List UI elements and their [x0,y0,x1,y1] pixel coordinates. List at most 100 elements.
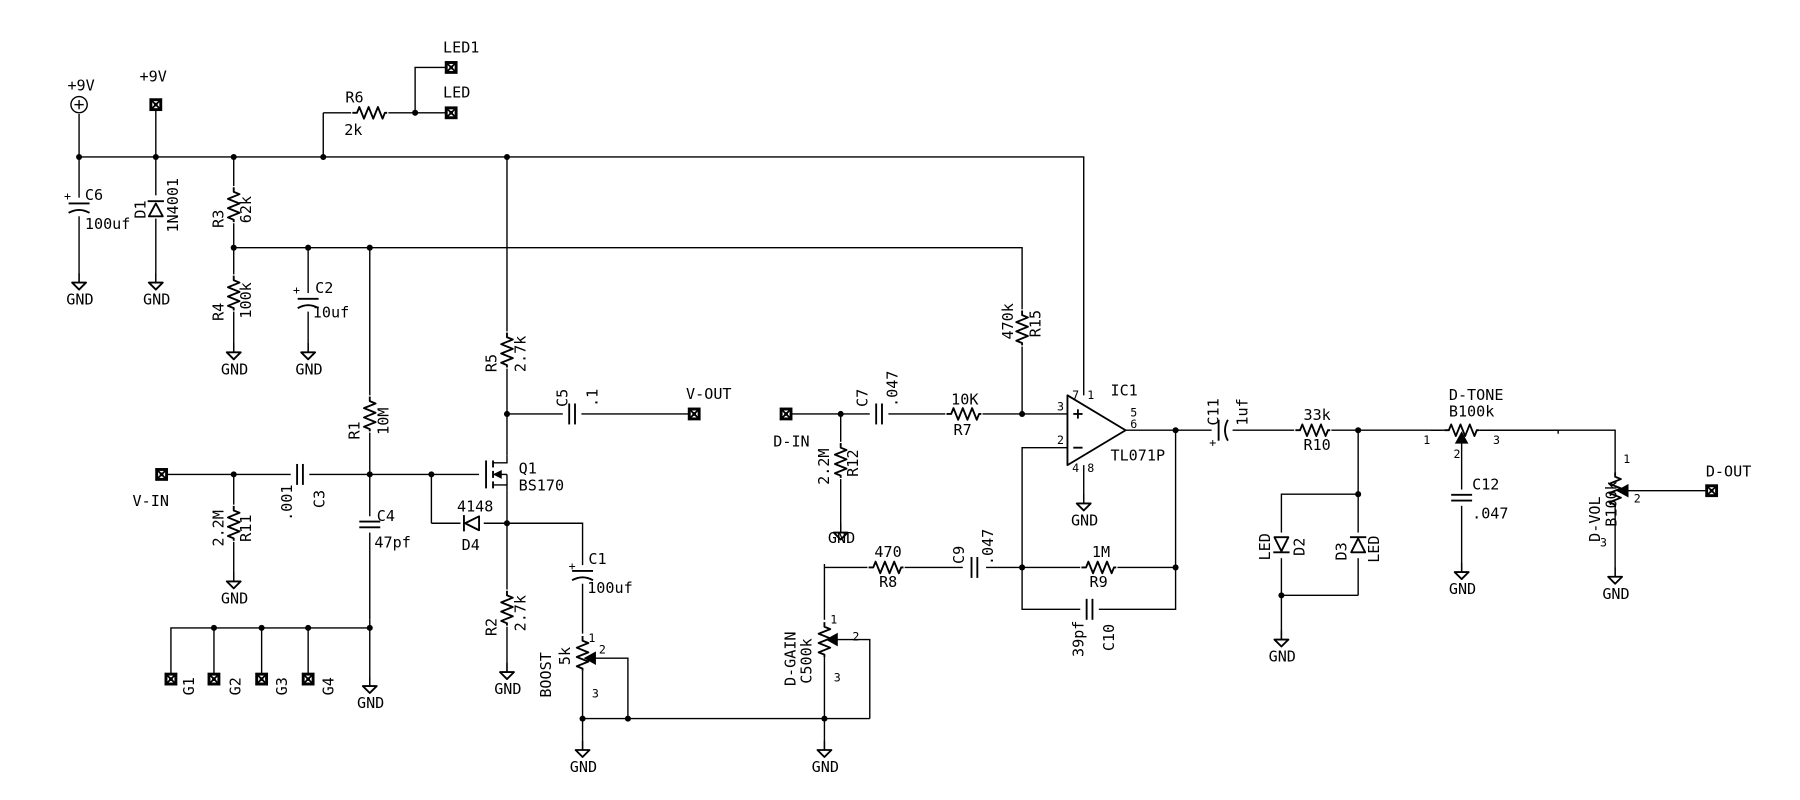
svg-text:1N4001: 1N4001 [164,178,182,233]
svg-text:GND: GND [295,360,322,378]
svg-text:GND: GND [812,758,839,776]
svg-text:R10: R10 [1303,436,1330,454]
svg-text:R9: R9 [1090,573,1108,591]
svg-text:C5: C5 [553,389,571,407]
svg-text:GND: GND [221,360,248,378]
svg-text:470k: 470k [999,303,1017,339]
resistor-r3: R3 62k [209,186,255,228]
capacitor-c7: C7 .047 [853,371,902,428]
capacitor-c1: + C1 100uf [569,550,633,597]
svg-text:5: 5 [1130,405,1137,419]
svg-text:3: 3 [1600,536,1607,550]
svg-text:3: 3 [592,687,599,701]
svg-text:+: + [293,283,300,297]
svg-text:C500k: C500k [798,638,816,683]
svg-text:G3: G3 [273,677,291,695]
svg-text:2: 2 [852,630,859,644]
potentiometer-d-vol: 1 2 3 D-VOL B100k [1586,452,1641,550]
svg-text:C2: C2 [315,279,333,297]
svg-text:G4: G4 [320,677,338,695]
ground-labels: GND GND GND GND GND GND GND GND GND GND … [66,291,1629,776]
svg-text:LED: LED [443,84,470,102]
svg-text:C9: C9 [950,546,968,564]
svg-text:1: 1 [1623,452,1630,466]
pad-d-out: D-OUT [1704,463,1751,498]
svg-text:5k: 5k [556,647,574,665]
svg-text:GND: GND [1269,648,1296,666]
svg-text:C6: C6 [85,186,103,204]
svg-text:1uf: 1uf [1234,398,1252,425]
svg-text:R11: R11 [237,515,255,542]
svg-text:100uf: 100uf [587,579,632,597]
svg-text:GND: GND [494,680,521,698]
svg-text:3: 3 [1057,399,1064,413]
pad-g2: G2 [206,671,245,695]
svg-text:8: 8 [1087,461,1094,475]
svg-text:BOOST: BOOST [537,652,555,697]
svg-text:2: 2 [1454,447,1461,461]
resistor-r7: 10K R7 [945,391,983,439]
svg-text:1: 1 [588,631,595,645]
svg-text:2.7k: 2.7k [512,595,530,631]
resistor-r15: 470k R15 [999,303,1045,347]
svg-text:C7: C7 [853,389,871,407]
svg-text:R2: R2 [483,618,501,636]
pad-v-out: V-OUT [686,385,732,422]
svg-text:GND: GND [143,291,170,309]
svg-text:GND: GND [1602,585,1629,603]
svg-text:C10: C10 [1100,624,1118,651]
pad-g4: G4 [300,671,338,695]
led-d3: D3 LED [1333,532,1383,563]
svg-text:3: 3 [1493,433,1500,447]
svg-text:D2: D2 [1291,538,1309,556]
svg-text:C12: C12 [1472,476,1499,494]
svg-text:D-TONE: D-TONE [1449,386,1504,404]
pad-led1: LED1 [443,38,479,75]
svg-text:.047: .047 [1472,505,1508,523]
svg-text:+: + [64,189,71,203]
svg-text:BS170: BS170 [519,477,564,495]
svg-text:10K: 10K [951,391,979,409]
svg-text:33k: 33k [1303,406,1330,424]
svg-text:R4: R4 [209,303,227,321]
svg-text:6: 6 [1130,417,1137,431]
svg-text:GND: GND [1449,580,1476,598]
svg-text:GND: GND [66,291,93,309]
svg-text:+: + [569,559,576,573]
pad-9v: +9V [140,67,167,112]
capacitor-c11: + C11 1uf [1205,398,1252,449]
svg-text:47pf: 47pf [374,534,410,552]
capacitor-c3: .001 C3 [278,460,328,521]
svg-text:.047: .047 [884,371,902,407]
svg-text:2: 2 [1057,433,1064,447]
svg-text:10M: 10M [374,408,392,435]
svg-text:7: 7 [1072,388,1079,402]
pad-v-in: V-IN [133,467,169,510]
resistor-r11: 2.2M R11 [209,504,255,547]
mosfet-q1: Q1 BS170 [479,455,564,495]
svg-text:LED1: LED1 [443,38,479,56]
resistor-r8: 470 R8 [867,543,905,591]
svg-text:G1: G1 [180,677,198,695]
svg-text:R8: R8 [879,573,897,591]
capacitor-c12: C12 .047 [1447,476,1508,523]
svg-text:GND: GND [357,694,384,712]
svg-text:D-OUT: D-OUT [1706,463,1751,481]
capacitor-c10: 39pf C10 [1070,595,1118,657]
svg-text:B100k: B100k [1602,481,1620,526]
pad-d-in: D-IN [773,406,810,451]
resistor-r2: R2 2.7k [483,589,530,636]
svg-text:R3: R3 [209,210,227,228]
svg-text:TL071P: TL071P [1110,446,1165,464]
junction-dots [76,109,1362,722]
svg-text:.001: .001 [278,485,296,521]
svg-text:+: + [1209,436,1216,450]
svg-text:GND: GND [1071,512,1098,530]
svg-text:D-VOL: D-VOL [1586,496,1604,541]
svg-text:R5: R5 [483,354,501,372]
svg-text:GND: GND [570,758,597,776]
svg-text:2.2M: 2.2M [815,448,833,484]
svg-text:C3: C3 [310,490,328,508]
pad-g3: G3 [254,671,291,695]
